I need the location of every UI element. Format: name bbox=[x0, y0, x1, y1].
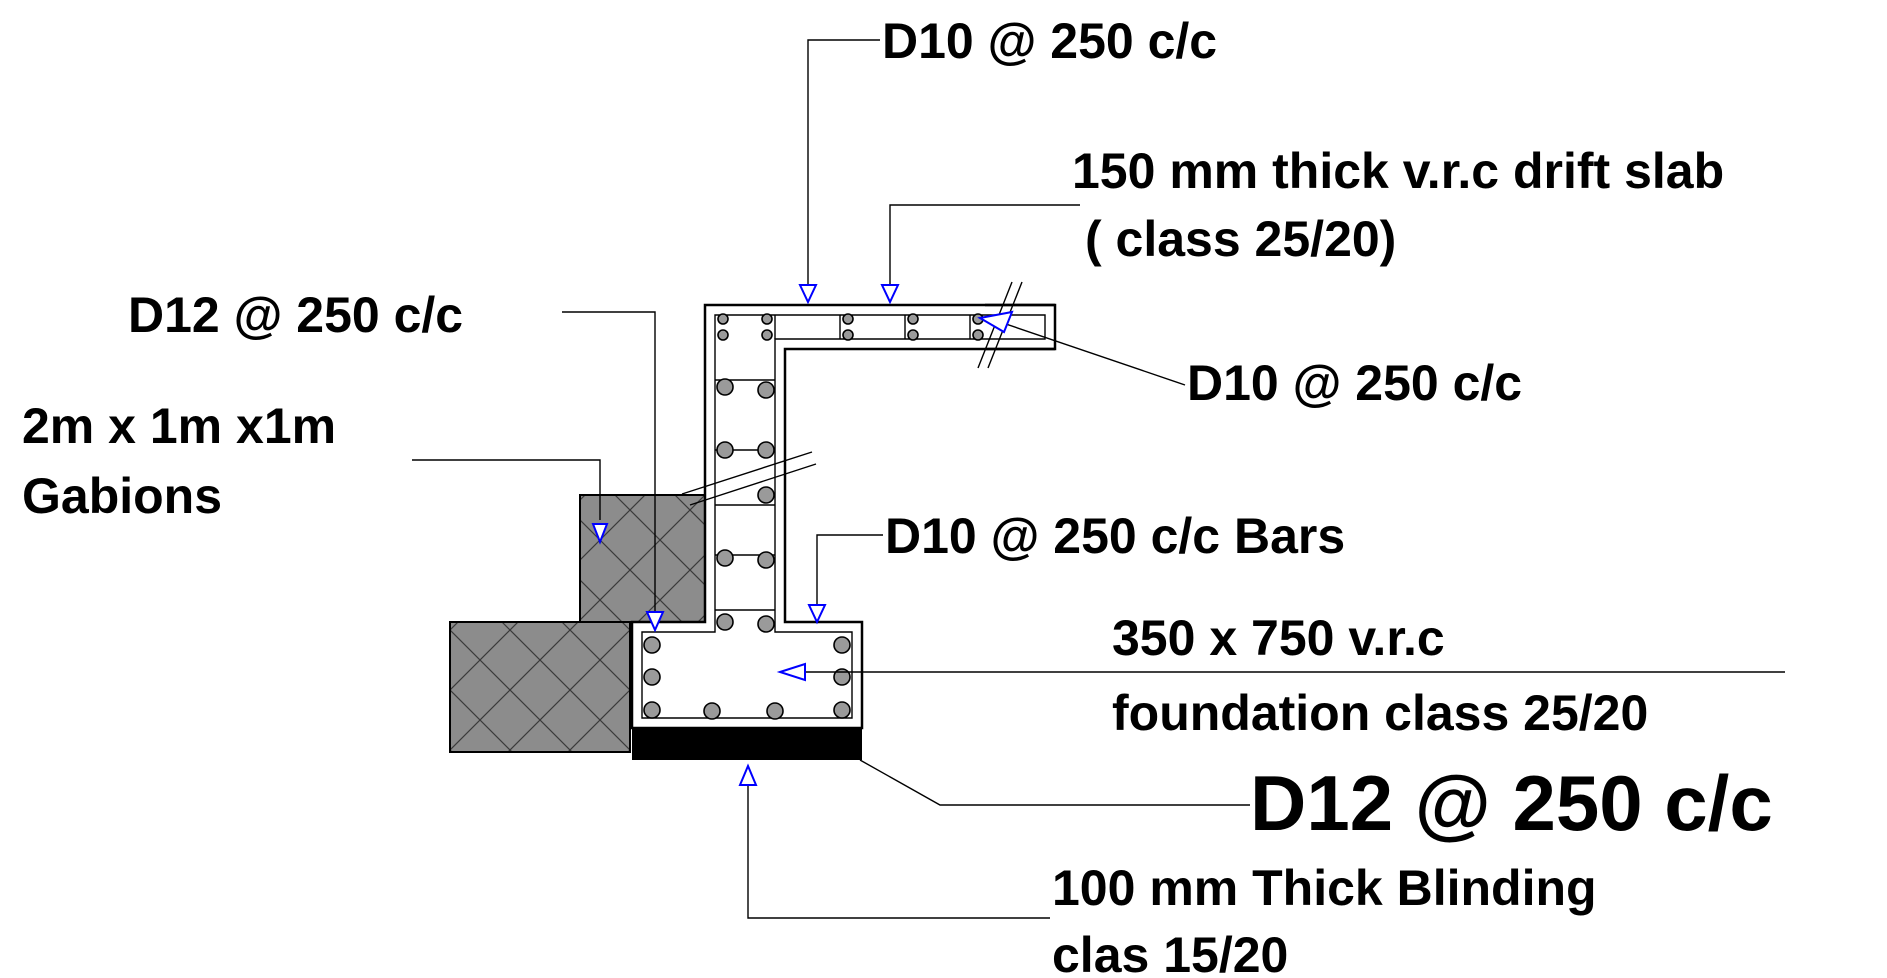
label-gabions-line2: Gabions bbox=[22, 468, 222, 524]
arrow-down bbox=[880, 284, 900, 305]
label-slab-line1: 150 mm thick v.r.c drift slab bbox=[1072, 143, 1724, 199]
label-bottom-bar: D12 @ 250 c/c bbox=[1250, 759, 1773, 847]
arrow-down bbox=[591, 523, 609, 545]
rebar-group bbox=[643, 313, 984, 720]
arrow-down bbox=[807, 604, 827, 625]
arrow-left bbox=[776, 662, 806, 682]
rebar-dot bbox=[757, 381, 775, 399]
gabion-lower bbox=[449, 621, 631, 753]
rebar-dot bbox=[757, 441, 775, 459]
arrow-down bbox=[798, 284, 818, 305]
rebar-dot bbox=[907, 313, 919, 325]
leader-wall-bar-left bbox=[562, 311, 656, 612]
rebar-dot bbox=[842, 313, 854, 325]
leader-lines bbox=[412, 39, 1785, 919]
wall-break-line bbox=[681, 451, 813, 495]
annotation-labels: D10 @ 250 c/c 150 mm thick v.r.c drift s… bbox=[22, 13, 1773, 978]
rebar-dot bbox=[972, 329, 984, 341]
rebar-dot bbox=[717, 313, 729, 325]
rebar-dot bbox=[833, 701, 851, 719]
blinding-layer bbox=[632, 728, 862, 760]
rebar-dot bbox=[716, 613, 734, 631]
rebar-dot bbox=[716, 441, 734, 459]
rebar-dot bbox=[833, 636, 851, 654]
rebar-dot bbox=[716, 549, 734, 567]
label-blinding-line2: clas 15/20 bbox=[1052, 927, 1288, 978]
rebar-dot bbox=[643, 701, 661, 719]
rebar-dot bbox=[907, 329, 919, 341]
leader-blinding bbox=[747, 770, 1050, 919]
rebar-dot bbox=[833, 668, 851, 686]
rebar-dot bbox=[757, 551, 775, 569]
label-top-bar: D10 @ 250 c/c bbox=[882, 13, 1217, 69]
rebar-dot bbox=[761, 313, 773, 325]
rebar-dot bbox=[757, 615, 775, 633]
rebar-dot bbox=[717, 329, 729, 341]
rebar-dot bbox=[643, 636, 661, 654]
rebar-dot bbox=[842, 329, 854, 341]
arrow-up bbox=[738, 763, 758, 786]
arrow-down bbox=[645, 611, 665, 633]
leader-gabions bbox=[412, 459, 601, 520]
rebar-dot bbox=[643, 668, 661, 686]
gabions bbox=[449, 494, 711, 753]
label-slab-line2: ( class 25/20) bbox=[1085, 211, 1396, 267]
label-blinding-line1: 100 mm Thick Blinding bbox=[1052, 860, 1597, 916]
arrow-left bbox=[977, 310, 1014, 334]
rebar-dot bbox=[761, 329, 773, 341]
leader-arrows bbox=[591, 284, 1014, 786]
leader-bottom-bar bbox=[859, 759, 1250, 806]
leader-slab bbox=[889, 204, 1080, 285]
leader-slab-bar-right bbox=[999, 321, 1186, 386]
leader-top-bar bbox=[807, 39, 880, 285]
rebar-dot bbox=[716, 378, 734, 396]
rebar-dot bbox=[703, 702, 721, 720]
leader-wall-bars bbox=[816, 534, 883, 605]
label-foundation-line2: foundation class 25/20 bbox=[1112, 685, 1648, 741]
label-wall-bars: D10 @ 250 c/c Bars bbox=[885, 508, 1345, 564]
rebar-dot bbox=[766, 702, 784, 720]
label-foundation-line1: 350 x 750 v.r.c bbox=[1112, 610, 1445, 666]
rebar-dot bbox=[757, 486, 775, 504]
wall-break-line bbox=[689, 463, 817, 506]
label-wall-bar-left: D12 @ 250 c/c bbox=[128, 287, 463, 343]
gabion-upper bbox=[579, 494, 711, 623]
label-slab-bar-right: D10 @ 250 c/c bbox=[1187, 355, 1522, 411]
label-gabions-line1: 2m x 1m x1m bbox=[22, 398, 336, 454]
